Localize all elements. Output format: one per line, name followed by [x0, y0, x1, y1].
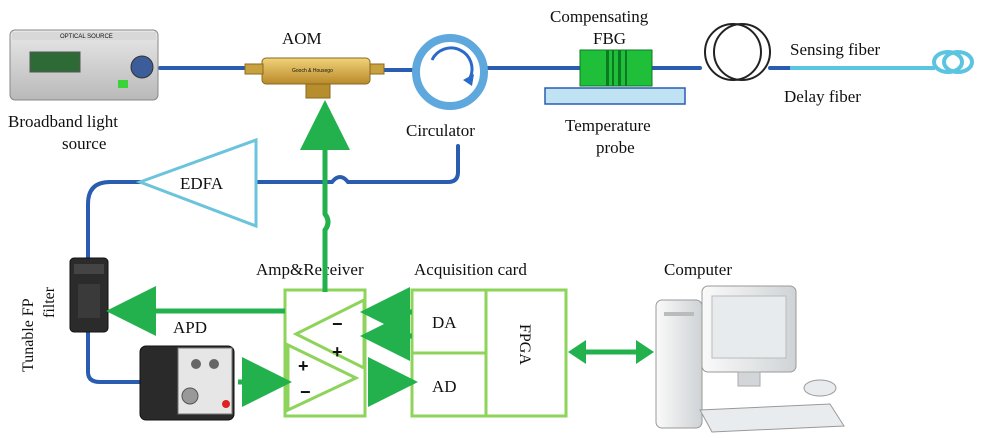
- svg-text:+: +: [298, 356, 309, 376]
- computer: [655, 285, 845, 433]
- compensating-label: Compensating: [550, 7, 649, 26]
- amp-receiver-label: Amp&Receiver: [256, 260, 364, 279]
- svg-text:−: −: [300, 382, 311, 402]
- svg-text:OPTICAL SOURCE: OPTICAL SOURCE: [60, 34, 113, 40]
- circulator: [412, 34, 488, 110]
- edfa-label: EDFA: [180, 174, 224, 193]
- amp-receiver-board: − + + −: [283, 288, 367, 418]
- delay-fiber-coil: [704, 23, 771, 81]
- da-label: DA: [432, 313, 457, 332]
- fiber-filter-to-apd: [86, 328, 142, 384]
- compensating-fbg: [579, 49, 653, 87]
- fpga-label: FPGA: [516, 324, 533, 365]
- apd-detector: [139, 345, 235, 421]
- probe-label: probe: [596, 138, 635, 157]
- aom-label: AOM: [282, 29, 322, 48]
- temperature-label: Temperature: [565, 116, 651, 135]
- edfa-amplifier: [135, 137, 258, 229]
- broadband-source-label-line2: source: [62, 134, 106, 153]
- svg-text:Gooch & Housego: Gooch & Housego: [292, 68, 333, 74]
- tunable-fp-label-line2: filter: [41, 286, 58, 318]
- circulator-label: Circulator: [406, 121, 475, 140]
- sensing-fiber-coil: [932, 50, 974, 74]
- acquisition-card-label: Acquisition card: [414, 260, 527, 279]
- ad-label: AD: [432, 377, 457, 396]
- tunable-fp-filter: [69, 257, 109, 333]
- fiber-circulator-to-edfa: [254, 144, 460, 184]
- svg-text:−: −: [332, 314, 343, 334]
- apd-label: APD: [173, 318, 207, 337]
- acquisition-card: [410, 288, 568, 418]
- aom-device: Gooch & Housego: [244, 57, 385, 99]
- svg-text:+: +: [332, 342, 343, 362]
- temperature-probe: [544, 87, 686, 105]
- broadband-light-source: OPTICAL SOURCE: [9, 29, 159, 101]
- arrow-receiver-to-aom: [300, 100, 350, 292]
- delay-fiber-label: Delay fiber: [784, 87, 861, 106]
- tunable-fp-label-line1: Tunable FP: [20, 298, 37, 372]
- electrical-signals: [106, 100, 640, 407]
- fiber-edfa-to-filter: [86, 180, 142, 260]
- fbg-label: FBG: [593, 29, 626, 48]
- sensing-fiber-label: Sensing fiber: [790, 40, 881, 59]
- broadband-source-label-line1: Broadband light: [8, 112, 118, 131]
- computer-label: Computer: [664, 260, 732, 279]
- bidirectional-arrow-heads: [568, 340, 654, 364]
